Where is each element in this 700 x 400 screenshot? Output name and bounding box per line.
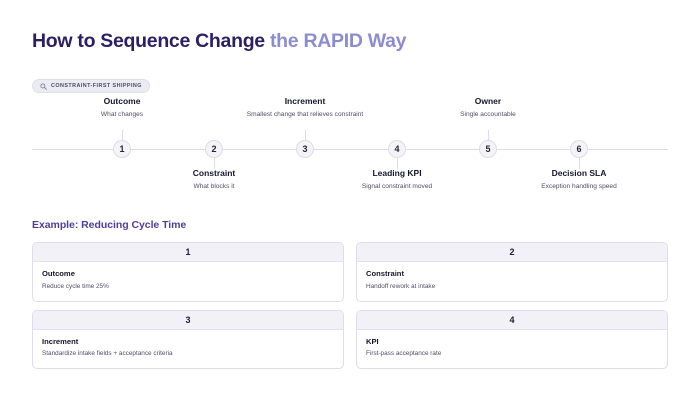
timeline-node-number: 4 [388,140,406,158]
timeline-node-label: Owner Single accountable [398,96,578,120]
example-card-desc: Standardize intake fields + acceptance c… [42,350,173,358]
timeline-node-label: Constraint What blocks it [124,168,304,192]
timeline-node-title: Constraint [192,168,236,178]
timeline-node-label: Leading KPI Signal constraint moved [307,168,487,192]
timeline-node-title: Increment [284,96,326,106]
timeline-axis-line [32,149,668,150]
timeline-node-desc: Signal constraint moved [361,183,433,191]
timeline-node-desc: What blocks it [193,183,235,191]
example-card-title: Increment [42,336,79,346]
example-card-desc: First-pass acceptance rate [366,350,442,358]
page-title-primary: How to Sequence Change [32,30,265,52]
timeline-stem [122,130,123,149]
timeline-node-label: Increment Smallest change that relieves … [215,96,395,120]
timeline-node-number: 1 [113,140,131,158]
timeline-node-desc: Exception handling speed [541,183,617,191]
timeline-stem [488,130,489,149]
timeline-node-title: Owner [474,96,502,106]
timeline-node-number: 5 [479,140,497,158]
search-icon [40,82,47,90]
status-badge-label: Constraint-first shipping [51,83,142,89]
example-card-desc: Reduce cycle time 25% [42,282,109,290]
timeline-node-number: 3 [296,140,314,158]
timeline-stem [397,150,398,169]
timeline-node-number: 2 [205,140,223,158]
example-card-4[interactable]: 4 KPI First-pass acceptance rate [356,309,668,369]
timeline-node-desc: Single accountable [460,111,516,119]
example-card-3[interactable]: 3 Increment Standardize intake fields + … [32,309,344,369]
timeline-node-title: Leading KPI [372,168,422,178]
example-card-body: Constraint Handoff rework at intake [357,262,667,301]
example-card-2[interactable]: 2 Constraint Handoff rework at intake [356,242,668,302]
timeline-node-label: Outcome What changes [32,96,212,120]
page-title-accent: the RAPID Way [269,30,407,52]
example-card-grid: 1 Outcome Reduce cycle time 25% 2 Constr… [32,242,668,369]
timeline-node-number: 6 [570,140,588,158]
timeline-node-desc: Smallest change that relieves constraint [246,111,364,119]
example-card-body: KPI First-pass acceptance rate [357,330,667,369]
page-title: How to Sequence Change the RAPID Way [32,30,407,53]
timeline-stem [305,130,306,149]
example-card-1[interactable]: 1 Outcome Reduce cycle time 25% [32,242,344,302]
example-card-title: Outcome [42,269,75,278]
example-card-body: Increment Standardize intake fields + ac… [33,330,343,369]
timeline-stem [579,150,580,169]
example-card-body: Outcome Reduce cycle time 25% [33,262,343,301]
timeline-stem [214,150,215,169]
sequence-timeline: 1 Outcome What changes 2 Constraint What… [32,96,668,206]
example-card-title: KPI [366,336,379,346]
timeline-node-desc: What changes [100,111,144,119]
example-card-number: 1 [33,243,343,262]
status-badge: Constraint-first shipping [32,79,150,93]
example-heading: Example: Reducing Cycle Time [32,219,187,231]
example-card-number: 4 [357,310,667,330]
example-card-desc: Handoff rework at intake [366,282,436,290]
timeline-node-title: Outcome [103,96,141,106]
example-card-number: 2 [357,243,667,262]
timeline-node-label: Decision SLA Exception handling speed [489,168,669,192]
timeline-node-title: Decision SLA [551,168,607,178]
example-card-number: 3 [33,310,343,330]
example-card-title: Constraint [366,269,404,278]
